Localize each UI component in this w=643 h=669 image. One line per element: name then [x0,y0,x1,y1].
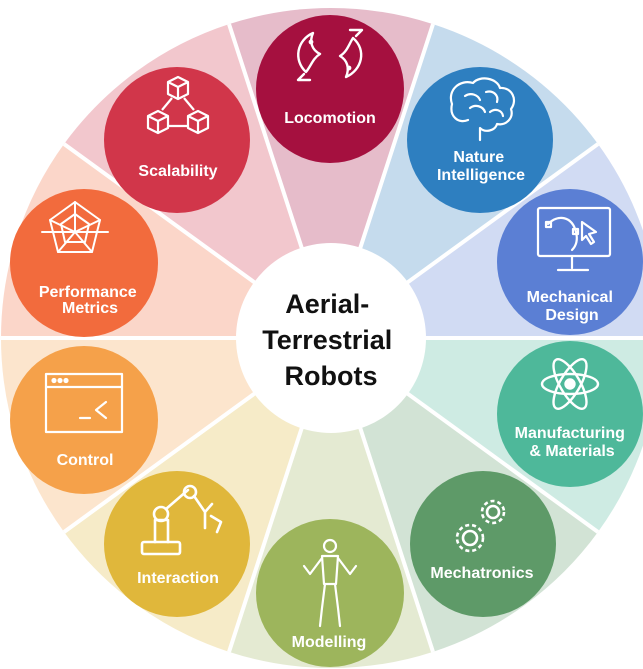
node-locomotion: Locomotion [256,15,404,163]
node-label-line: Metrics [62,300,118,317]
node-label-line: Intelligence [437,167,525,184]
node-label-line: Control [57,452,114,469]
dolphins-icon [296,28,364,82]
node-circle [256,15,404,163]
node-label-line: Performance [39,284,137,301]
node-label-line: Mechatronics [430,565,533,582]
center-title-line-1: Aerial- [285,289,369,319]
center-circle [236,243,426,433]
node-label-line: Locomotion [284,110,376,127]
mannequin-icon [302,538,358,628]
node-label-line: Mechanical [527,289,613,306]
node-circle [10,346,158,494]
svg-text:Aerial- Terrestrial: Aerial- Terrestrial Robots [262,289,400,391]
node-circle [104,471,250,617]
center-title-line-3: Robots [285,361,378,391]
node-label-line: Design [545,307,598,324]
svg-text:Mechanical Design: Mechanical Design [527,289,618,324]
node-label-line: Scalability [138,163,217,180]
atom-icon [540,358,600,410]
node-control: Control [10,346,158,494]
svg-text:Performance Metrics: Performance Metrics [39,284,141,317]
node-circle [410,471,556,617]
node-manufacturing-materials: Manufacturing & Materials [497,341,643,487]
node-circle [497,341,643,487]
svg-text:Control: Control [57,452,114,469]
node-label-line: Modelling [292,634,367,651]
brain-icon [449,77,516,142]
node-mechatronics: Mechatronics [410,471,556,617]
node-circle [497,189,643,335]
node-scalability: Scalability [104,67,250,213]
node-label-line: Interaction [137,570,219,587]
node-performance-metrics: Performance Metrics [10,189,158,337]
node-interaction: Interaction [104,471,250,617]
center-title-line-2: Terrestrial [262,325,392,355]
center-hub: Aerial- Terrestrial Robots [236,243,426,433]
svg-text:Manufacturing & Material: Manufacturing & Materials [515,425,630,460]
cubes-icon [146,75,210,135]
radar-chart-icon [41,201,109,253]
svg-text:Interaction: Interaction [137,570,219,587]
node-mechanical-design: Mechanical Design [497,189,643,335]
node-label-line: Manufacturing [515,425,625,442]
svg-text:Nature Intelligence: Nature Intelligence [437,149,525,184]
svg-text:Mechatronics: Mechatronics [430,565,533,582]
node-circle [10,189,158,337]
monitor-design-icon [536,206,612,272]
node-circle [256,519,404,667]
robot-arm-icon [140,484,223,556]
node-circle [104,67,250,213]
node-modelling: Modelling [256,519,404,667]
gears-icon [455,499,506,553]
terminal-window-icon [44,372,124,434]
node-label-line: & Materials [529,443,614,460]
svg-text:Modelling: Modelling [292,634,367,651]
svg-text:Locomotion: Locomotion [284,110,376,127]
node-nature-intelligence: Nature Intelligence [407,67,553,213]
node-label-line: Nature [453,149,504,166]
svg-text:Scalability: Scalability [138,163,217,180]
